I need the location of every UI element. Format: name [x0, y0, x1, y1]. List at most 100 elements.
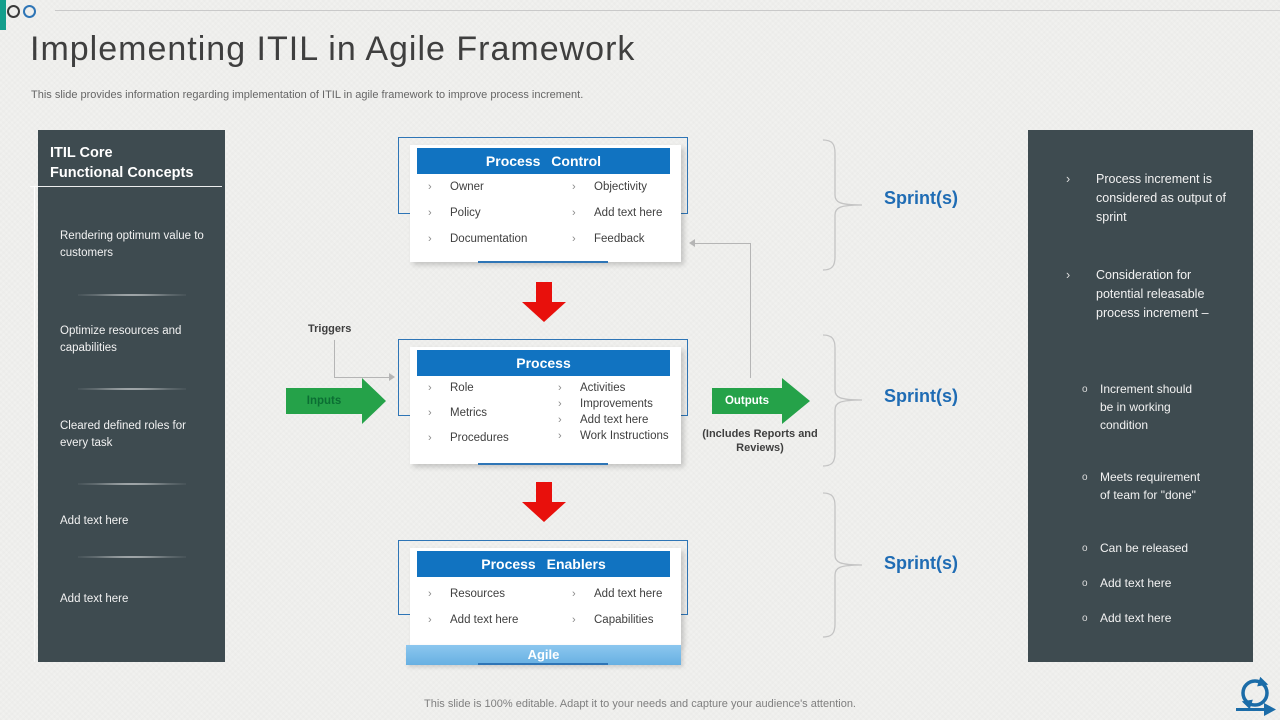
list-item: Owner — [450, 181, 484, 193]
outputs-label: Outputs — [724, 395, 770, 407]
chevron-bullet-icon: › — [572, 233, 576, 245]
item-divider — [78, 294, 186, 296]
down-arrow-icon — [522, 482, 566, 522]
list-item: Role — [450, 382, 474, 394]
teal-corner-accent — [0, 0, 6, 30]
left-panel-item: Optimize resources and capabilities — [60, 325, 182, 354]
chevron-bullet-icon: › — [1066, 172, 1071, 186]
bullet-text: Increment should be in working condition — [1100, 382, 1193, 432]
list-item: Objectivity — [594, 181, 648, 193]
circle-bullet-icon: o — [1082, 613, 1088, 624]
sprint-label: Sprint(s) — [884, 188, 958, 208]
footer-note: This slide is 100% editable. Adapt it to… — [424, 698, 856, 710]
item-divider — [78, 556, 186, 558]
sprint-label: Sprint(s) — [884, 386, 958, 406]
circle-bullet-icon: o — [1082, 384, 1088, 395]
triggers-label: Triggers — [308, 323, 352, 335]
circle-bullet-icon: o — [1082, 543, 1088, 554]
right-panel-sub-bullet: o Increment should be in working conditi… — [1082, 380, 1202, 434]
list-item: Metrics — [450, 407, 488, 419]
process-card: Process ›Role ›Metrics ›Procedures ›Acti… — [410, 347, 681, 464]
top-divider — [55, 10, 1280, 11]
nav-dot-icon[interactable] — [23, 5, 36, 18]
chevron-bullet-icon: › — [428, 382, 432, 394]
chevron-bullet-icon: › — [572, 207, 576, 219]
triggers-connector-line — [334, 340, 335, 378]
circle-bullet-icon: o — [1082, 472, 1088, 483]
bullet-text: Can be released — [1100, 541, 1189, 555]
list-item: Documentation — [450, 233, 528, 245]
process-header: Process — [417, 350, 670, 376]
right-arrowhead-icon — [389, 373, 395, 381]
chevron-bullet-icon: › — [558, 382, 562, 394]
feedback-connector-line — [694, 243, 751, 244]
chevron-bullet-icon: › — [572, 588, 576, 600]
outputs-arrow: Outputs — [712, 378, 812, 424]
box-accent-underline — [478, 663, 608, 665]
sprint-brace-icon — [822, 139, 863, 271]
bullet-text: Meets requirement of team for "done" — [1100, 470, 1201, 502]
chevron-bullet-icon: › — [428, 432, 432, 444]
process-enablers-left-column: ›Resources ›Add text here — [428, 588, 518, 640]
list-item: Add text here — [594, 207, 663, 219]
agile-bar: Agile — [406, 645, 681, 665]
left-panel-title: ITIL Core Functional Concepts — [50, 145, 194, 181]
chevron-bullet-icon: › — [428, 407, 432, 419]
right-arrow-icon — [286, 378, 386, 424]
left-panel-item: Add text here — [60, 593, 129, 605]
chevron-bullet-icon: › — [1066, 268, 1071, 282]
list-item: Capabilities — [594, 614, 654, 626]
process-enablers-card: Process Enablers ›Resources ›Add text he… — [410, 548, 681, 645]
left-panel-divider — [30, 186, 222, 187]
chevron-bullet-icon: › — [572, 181, 576, 193]
inputs-arrow: Inputs — [286, 378, 386, 424]
page-title: Implementing ITIL in Agile Framework — [30, 30, 636, 68]
down-arrow-icon — [522, 282, 566, 322]
right-panel-sub-bullet: o Add text here — [1082, 574, 1212, 592]
process-enablers-header: Process Enablers — [417, 551, 670, 577]
process-right-column: ›Activities ›Improvements ›Add text here… — [558, 382, 669, 446]
chevron-bullet-icon: › — [428, 181, 432, 193]
chevron-bullet-icon: › — [428, 614, 432, 626]
triggers-connector-line — [334, 377, 390, 378]
bullet-text: Add text here — [1100, 611, 1172, 625]
sprint-label: Sprint(s) — [884, 553, 958, 573]
box-accent-underline — [478, 463, 608, 465]
bullet-text: Consideration for potential releasable p… — [1096, 268, 1209, 320]
chevron-bullet-icon: › — [558, 430, 562, 442]
sprint-brace-icon — [822, 492, 863, 638]
list-item: Add text here — [450, 614, 519, 626]
right-panel-sub-bullet: o Meets requirement of team for "done" — [1082, 468, 1202, 504]
process-control-header: Process Control — [417, 148, 670, 174]
list-item: Activities — [580, 382, 626, 394]
nav-dot-icon[interactable] — [7, 5, 20, 18]
bullet-text: Add text here — [1100, 576, 1172, 590]
bullet-text: Process increment is considered as outpu… — [1096, 172, 1226, 224]
item-divider — [78, 388, 186, 390]
feedback-connector-line — [750, 243, 751, 378]
process-control-right-column: › Objectivity › Add text here › Feedback — [572, 181, 662, 259]
chevron-bullet-icon: › — [572, 614, 576, 626]
agile-loop-logo-icon — [1236, 677, 1276, 716]
sprint-brace-icon — [822, 334, 863, 467]
box-accent-underline — [478, 261, 608, 263]
process-control-left-column: ›Owner ›Policy ›Documentation — [428, 181, 527, 259]
list-item: Add text here — [580, 414, 649, 426]
outputs-note: (Includes Reports and Reviews) — [702, 428, 818, 454]
right-panel-bullet: › Process increment is considered as out… — [1066, 170, 1226, 226]
list-item: Feedback — [594, 233, 645, 245]
right-panel-bullet: › Consideration for potential releasable… — [1066, 266, 1226, 322]
left-panel-item: Rendering optimum value to customers — [60, 230, 204, 259]
chevron-bullet-icon: › — [558, 398, 562, 410]
chevron-bullet-icon: › — [428, 207, 432, 219]
chevron-bullet-icon: › — [558, 414, 562, 426]
chevron-bullet-icon: › — [428, 233, 432, 245]
list-item: Work Instructions — [580, 430, 669, 442]
chevron-bullet-icon: › — [428, 588, 432, 600]
left-arrowhead-icon — [689, 239, 695, 247]
right-panel-sub-bullet: o Add text here — [1082, 609, 1212, 627]
right-panel-sub-bullet: o Can be released — [1082, 539, 1222, 557]
list-item: Add text here — [594, 588, 663, 600]
left-panel-accent-line — [34, 186, 35, 662]
